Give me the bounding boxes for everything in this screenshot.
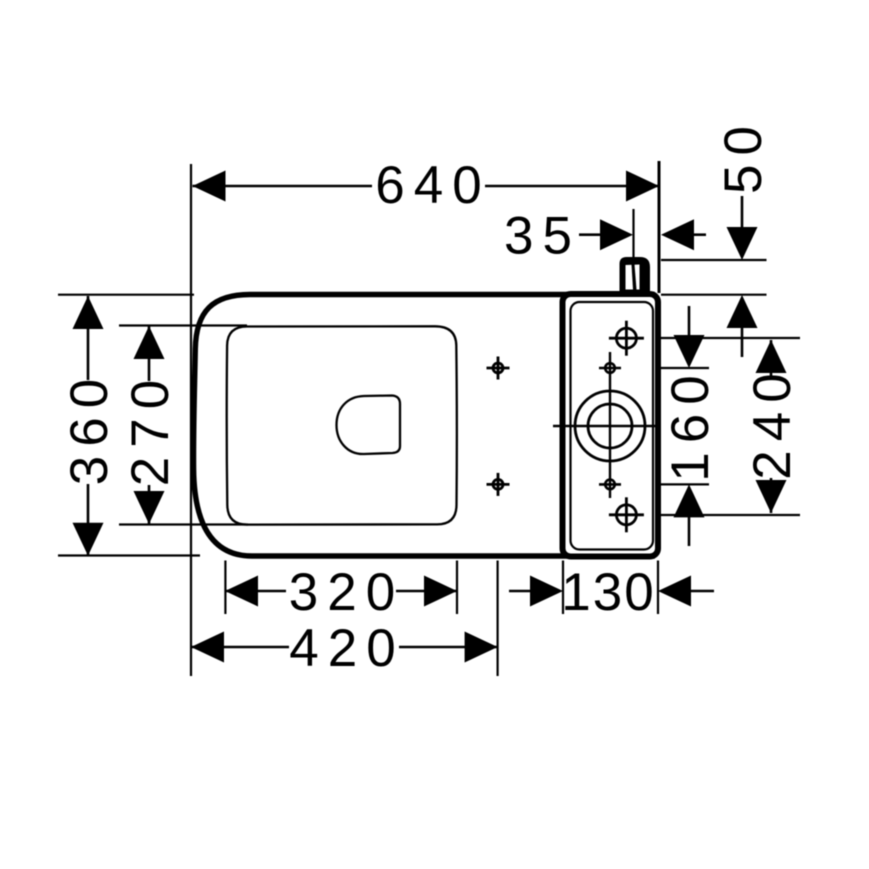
svg-text:640: 640 bbox=[375, 156, 490, 215]
svg-text:130: 130 bbox=[561, 563, 655, 622]
svg-text:240: 240 bbox=[743, 364, 802, 479]
svg-text:160: 160 bbox=[661, 366, 720, 481]
svg-text:320: 320 bbox=[289, 563, 404, 622]
svg-text:35: 35 bbox=[504, 207, 581, 266]
svg-text:420: 420 bbox=[289, 619, 404, 678]
svg-text:360: 360 bbox=[60, 370, 119, 485]
svg-text:270: 270 bbox=[121, 371, 180, 486]
svg-text:50: 50 bbox=[714, 117, 773, 194]
